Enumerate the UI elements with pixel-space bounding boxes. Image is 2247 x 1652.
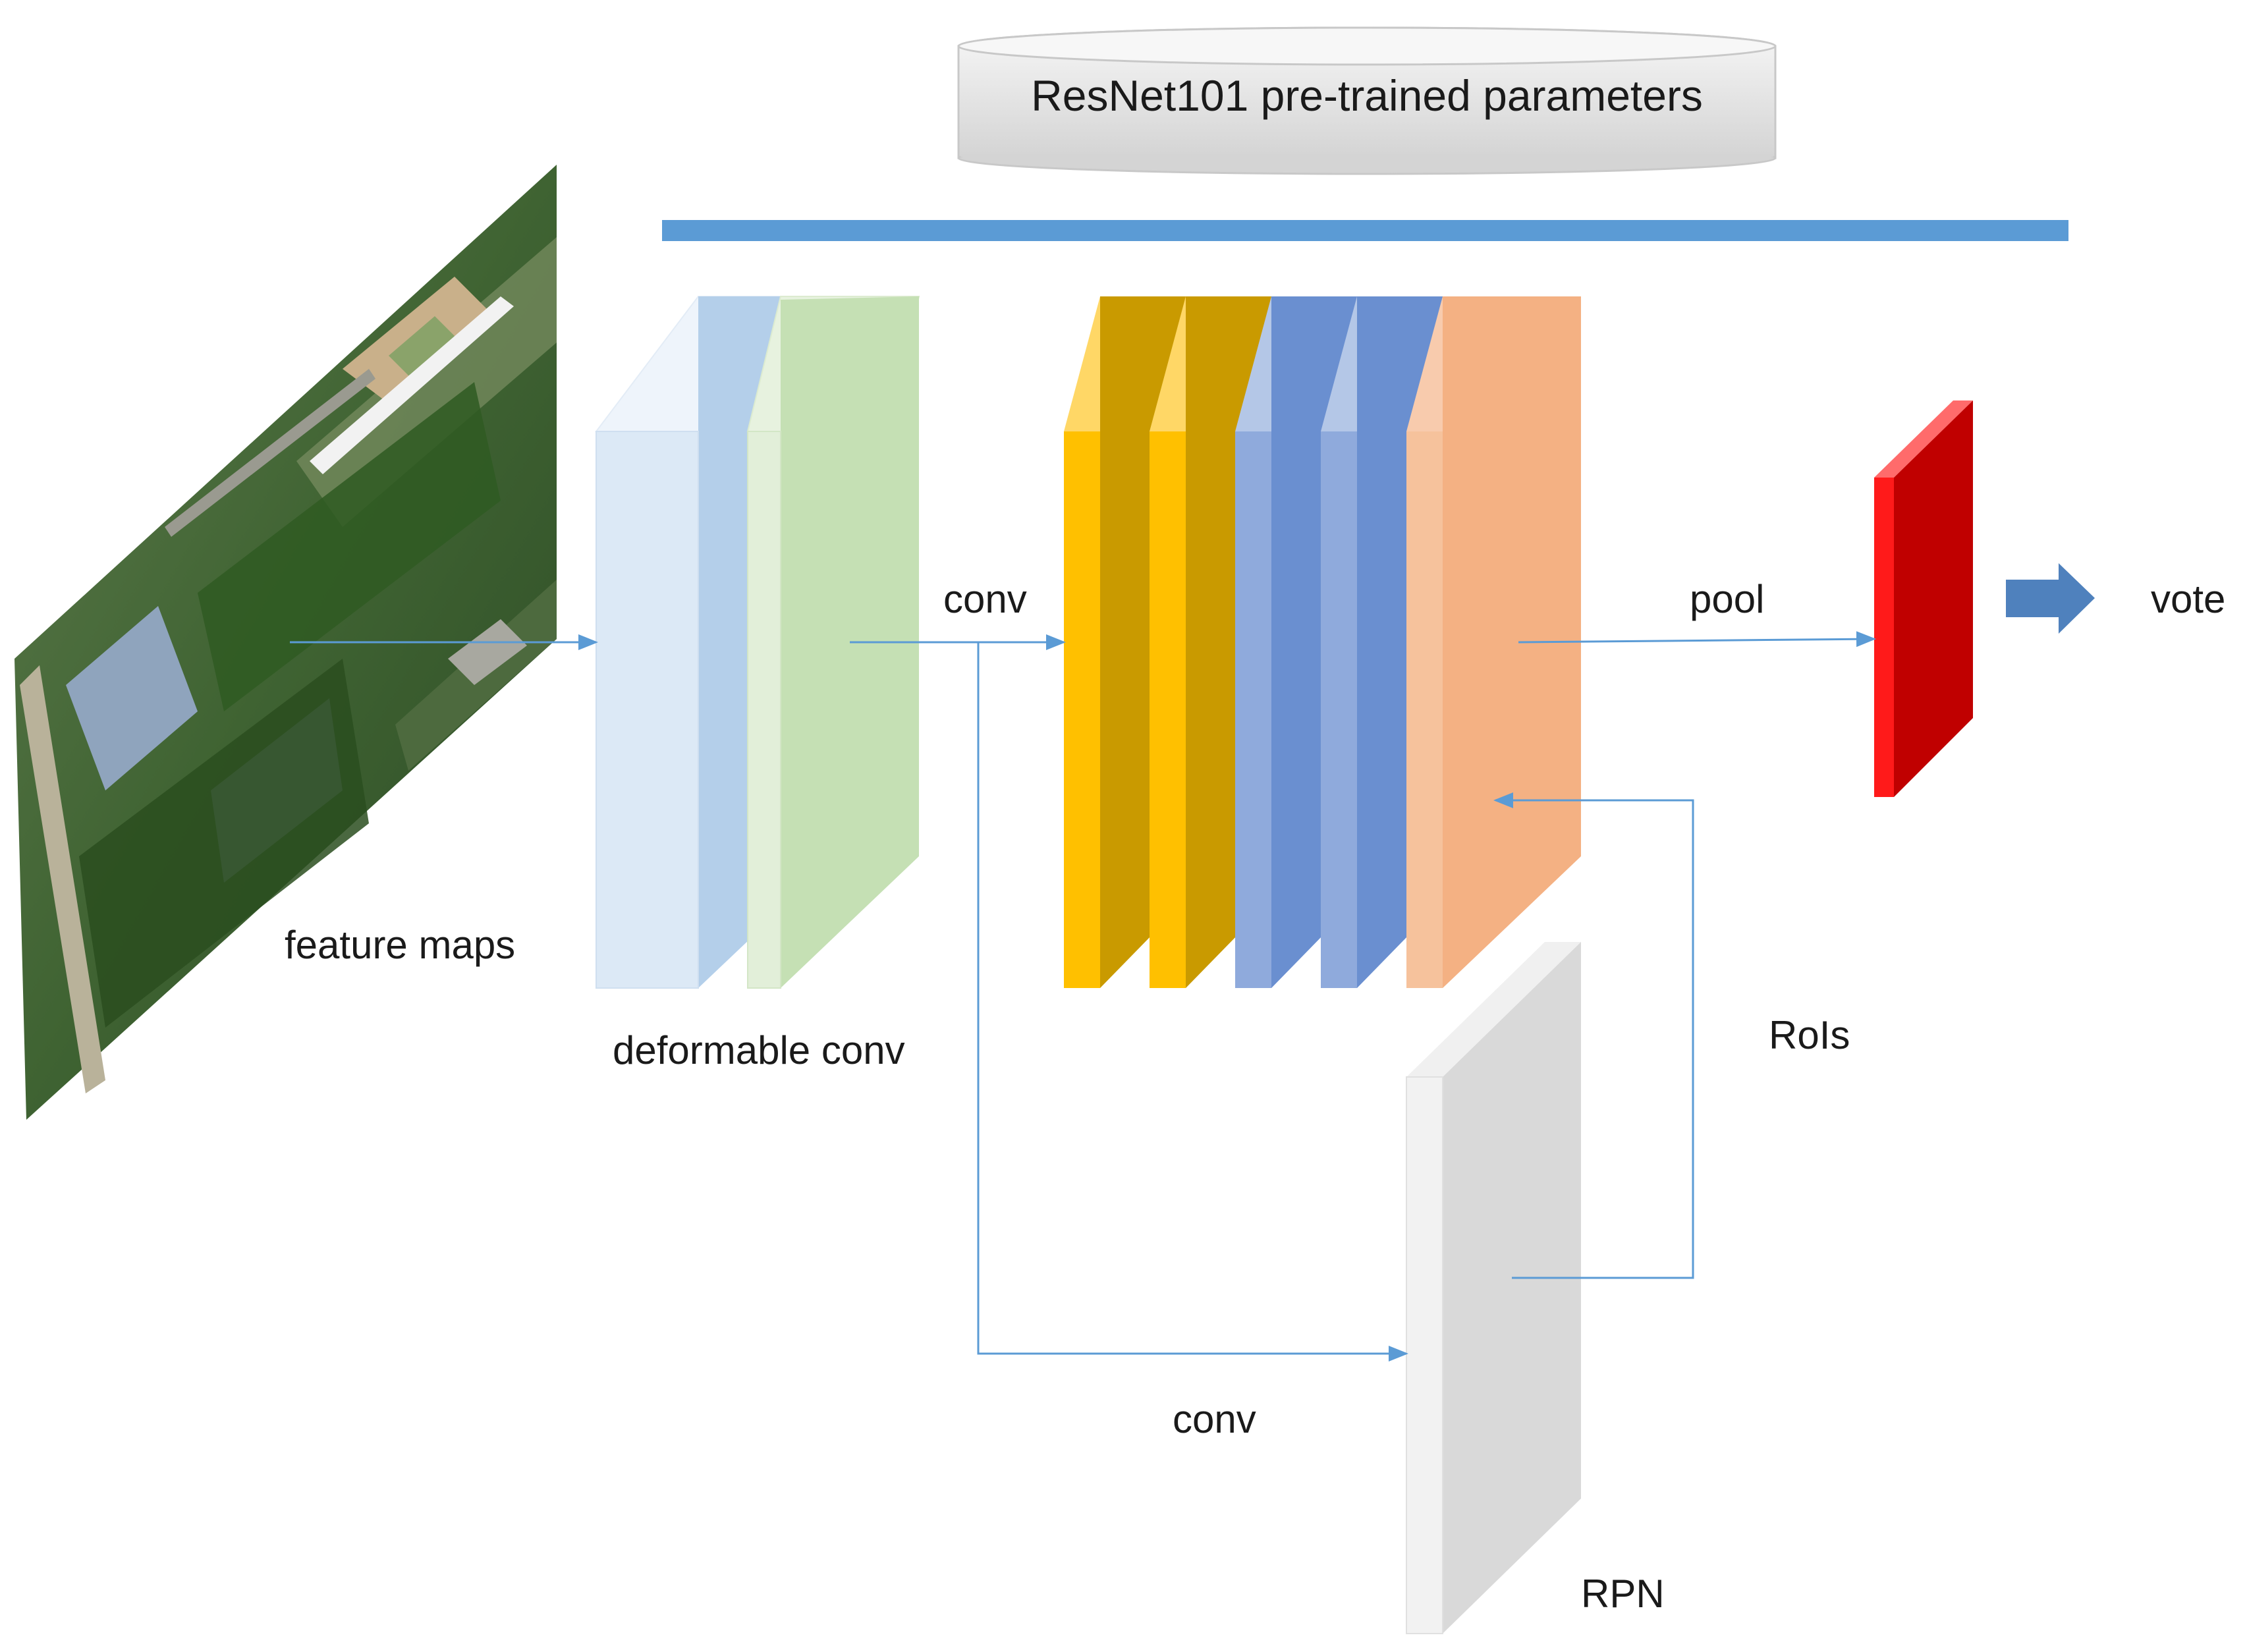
database-label: ResNet101 pre-trained parameters [1031,71,1703,120]
arrow-rpn-rois [1493,792,1694,1279]
feature-maps-label: feature maps [285,923,515,967]
rois-label: RoIs [1769,1013,1850,1057]
deformable-conv-label: deformable conv [613,1028,905,1072]
conv-label-bottom: conv [1173,1397,1256,1441]
rpn-block [1406,942,1581,1634]
shared-parameters-bar [662,220,2068,241]
conv-label-top: conv [943,577,1027,621]
arrow-conv-to-rpn [977,642,1408,1362]
rpn-label: RPN [1581,1572,1665,1616]
pooled-roi-block [1874,400,1973,797]
pool-label: pool [1690,577,1764,621]
arrow-pool [1518,631,1876,647]
vote-label: vote [2151,577,2225,621]
backbone-block-orange [1406,296,1581,988]
input-aerial-image [14,165,557,1120]
vote-arrow-icon [2006,563,2095,634]
resnet-parameters-database: ResNet101 pre-trained parameters [957,26,1777,175]
